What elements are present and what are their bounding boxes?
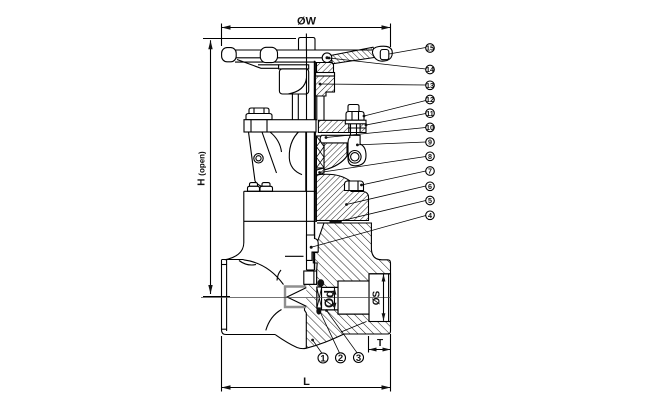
svg-text:11: 11	[426, 109, 434, 118]
svg-text:3: 3	[356, 353, 361, 364]
svg-text:1: 1	[320, 353, 326, 364]
svg-text:12: 12	[426, 95, 434, 104]
svg-text:9: 9	[428, 138, 432, 147]
svg-text:15: 15	[426, 44, 434, 53]
svg-text:13: 13	[426, 81, 434, 90]
svg-text:14: 14	[426, 65, 434, 74]
svg-text:10: 10	[426, 123, 434, 132]
svg-text:7: 7	[428, 167, 432, 176]
svg-text:Ød: Ød	[321, 290, 336, 308]
svg-text:H (open): H (open)	[197, 151, 208, 186]
svg-text:8: 8	[428, 152, 432, 161]
svg-text:T: T	[377, 338, 383, 349]
svg-text:ØW: ØW	[297, 16, 317, 28]
svg-text:5: 5	[428, 196, 432, 205]
svg-text:2: 2	[338, 353, 343, 364]
svg-text:ØS: ØS	[371, 290, 382, 305]
svg-text:4: 4	[428, 211, 432, 220]
svg-text:6: 6	[428, 182, 432, 191]
svg-text:L: L	[303, 376, 310, 388]
